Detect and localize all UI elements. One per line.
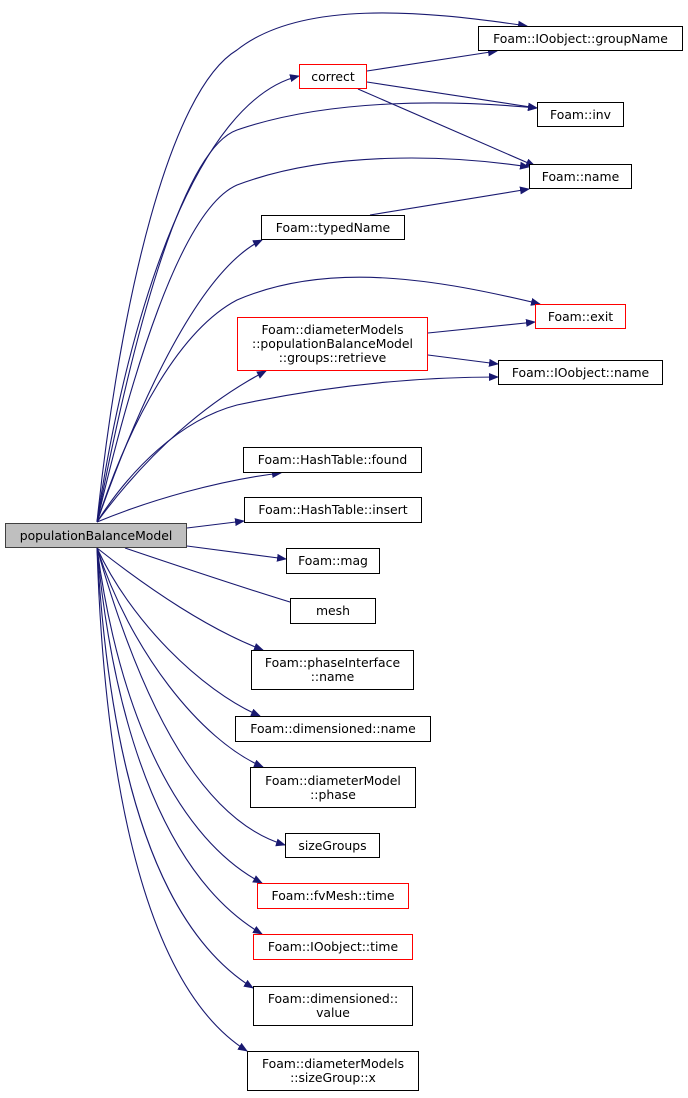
- node-label: Foam::diameterModels: [261, 1056, 405, 1071]
- node-label: sizeGroups: [298, 837, 367, 853]
- edge-root-to-phaseInterfaceName: [96, 547, 264, 651]
- node-dimName[interactable]: Foam::dimensioned::name: [235, 716, 431, 742]
- edge-root-to-sizeGroups: [96, 547, 286, 847]
- node-label: ::sizeGroup::x: [290, 1070, 376, 1085]
- node-exit[interactable]: Foam::exit: [535, 304, 626, 329]
- edge-root-to-groupName: [96, 12, 528, 523]
- node-label: ::groups::retrieve: [278, 350, 387, 365]
- node-label: Foam::IOobject::groupName: [493, 30, 668, 46]
- edge-root-to-mesh: [124, 547, 304, 608]
- node-label: Foam::fvMesh::time: [271, 888, 395, 903]
- node-label: ::name: [310, 669, 355, 684]
- edge-typedName-to-name: [369, 186, 530, 216]
- edge-root-to-retrieve: [96, 370, 267, 523]
- node-groupName[interactable]: Foam::IOobject::groupName: [478, 26, 683, 51]
- node-correct[interactable]: correct: [299, 64, 367, 89]
- edge-correct-to-groupName: [366, 48, 498, 72]
- node-insert[interactable]: Foam::HashTable::insert: [244, 497, 422, 523]
- edge-root-to-mag: [186, 545, 287, 562]
- node-phaseInterfaceName[interactable]: Foam::phaseInterface::name: [251, 650, 414, 690]
- node-retrieve[interactable]: Foam::diameterModels::populationBalanceM…: [237, 317, 428, 371]
- node-mag[interactable]: Foam::mag: [286, 548, 380, 574]
- node-label: populationBalanceModel: [19, 527, 173, 543]
- node-label: ::populationBalanceModel: [252, 336, 413, 351]
- edge-retrieve-to-ioName: [427, 354, 499, 367]
- node-typedName[interactable]: Foam::typedName: [261, 215, 405, 240]
- node-label: Foam::IOobject::time: [267, 939, 399, 954]
- node-inv[interactable]: Foam::inv: [537, 102, 624, 127]
- node-label: Foam::diameterModels: [261, 322, 404, 337]
- node-ioName[interactable]: Foam::IOobject::name: [498, 360, 663, 385]
- edge-root-to-inv: [96, 102, 538, 523]
- edge-root-to-dimName: [96, 547, 261, 717]
- node-label: Foam::mag: [298, 553, 368, 568]
- node-label: correct: [311, 68, 355, 84]
- edge-root-to-found: [96, 470, 282, 523]
- node-label: Foam::exit: [547, 308, 614, 324]
- node-label: mesh: [315, 603, 350, 618]
- node-label: Foam::inv: [550, 106, 611, 122]
- node-label: Foam::dimensioned::: [267, 991, 399, 1006]
- node-label: Foam::HashTable::found: [257, 452, 408, 467]
- node-value[interactable]: Foam::dimensioned::value: [253, 986, 413, 1026]
- node-label: Foam::dimensioned::name: [250, 721, 416, 736]
- node-phase[interactable]: Foam::diameterModel::phase: [250, 767, 416, 808]
- node-x[interactable]: Foam::diameterModels::sizeGroup::x: [247, 1051, 419, 1091]
- edge-root-to-fvTime: [96, 547, 263, 884]
- node-sizeGroups[interactable]: sizeGroups: [285, 833, 380, 858]
- edge-root-to-value: [96, 547, 254, 989]
- node-mesh[interactable]: mesh: [290, 598, 376, 624]
- node-ioTime[interactable]: Foam::IOobject::time: [253, 934, 413, 960]
- edge-root-to-name: [96, 157, 530, 523]
- node-label: Foam::name: [541, 168, 620, 184]
- node-label: Foam::typedName: [275, 219, 391, 235]
- edge-root-to-exit: [96, 276, 541, 523]
- edge-root-to-phase: [96, 547, 264, 768]
- edge-correct-to-inv: [366, 81, 538, 111]
- edge-correct-to-name: [357, 88, 536, 167]
- edge-root-to-typedName: [96, 239, 263, 523]
- edge-retrieve-to-exit: [427, 318, 536, 334]
- node-label: Foam::IOobject::name: [511, 364, 650, 380]
- node-label: Foam::diameterModel: [265, 772, 401, 788]
- node-label: Foam::phaseInterface: [264, 655, 401, 670]
- node-label: value: [316, 1005, 350, 1020]
- edge-root-to-x: [96, 547, 248, 1052]
- node-name[interactable]: Foam::name: [529, 164, 632, 189]
- node-label: ::phase: [310, 786, 356, 802]
- node-found[interactable]: Foam::HashTable::found: [243, 447, 422, 473]
- node-root[interactable]: populationBalanceModel: [5, 523, 187, 548]
- edge-root-to-ioName: [96, 373, 499, 523]
- edge-root-to-insert: [186, 518, 245, 529]
- edge-root-to-ioTime: [96, 547, 263, 935]
- node-label: Foam::HashTable::insert: [258, 502, 408, 517]
- node-fvTime[interactable]: Foam::fvMesh::time: [257, 883, 409, 909]
